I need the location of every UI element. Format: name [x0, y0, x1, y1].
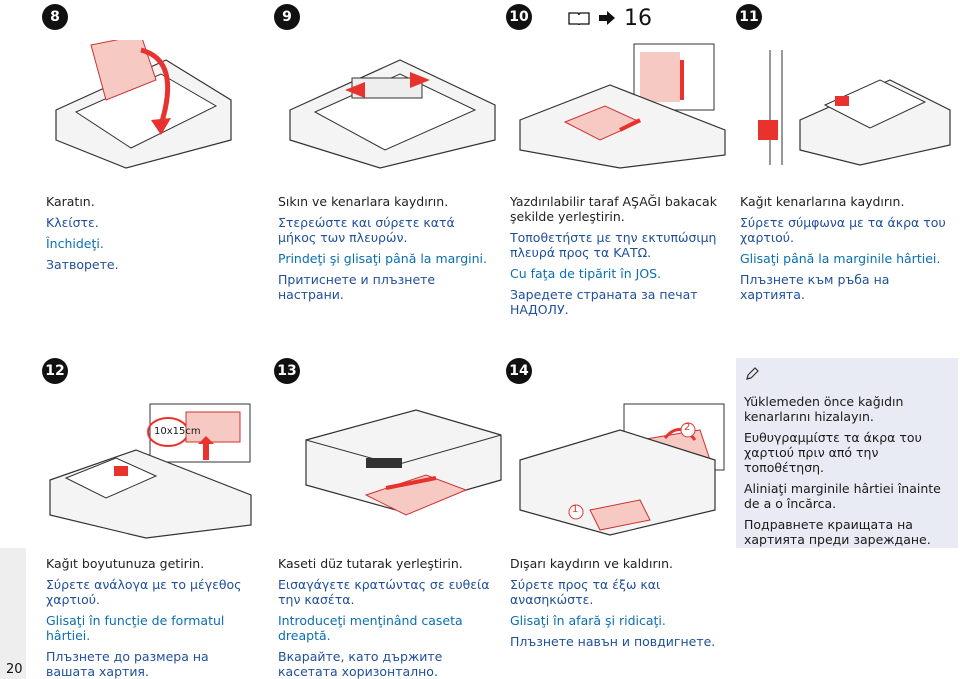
step-9-ro: Prindeţi şi glisaţi până la margini. — [278, 251, 487, 266]
step-9-el: Στερεώστε και σύρετε κατά μήκος των πλευ… — [278, 215, 455, 245]
figure-step-8 — [46, 40, 236, 170]
step-10-bg: Заредете страната за печат НАДОЛУ. — [510, 287, 698, 317]
figure-step-11 — [740, 40, 955, 170]
note-el: Ευθυγραμμίστε τα άκρα του χαρτιού πριν α… — [744, 430, 922, 475]
figure-step-14: 1 2 — [510, 400, 730, 540]
step-10-tr: Yazdırılabilir taraf AŞAĞI bakacak şekil… — [510, 194, 717, 224]
step-badge-10: 10 — [506, 4, 532, 30]
figure-step-13 — [296, 400, 506, 540]
paper-size-label: 10x15cm — [154, 426, 201, 437]
step-badge-13: 13 — [274, 358, 300, 384]
step-8-el: Κλείστε. — [46, 215, 99, 230]
figure-step-10 — [510, 40, 730, 170]
step-14-ro: Glisaţi în afară şi ridicaţi. — [510, 613, 666, 628]
step-12-ro: Glisaţi în funcţie de formatul hârtiei. — [46, 613, 225, 643]
figure-step-9 — [280, 40, 500, 170]
arrow-right-icon — [599, 11, 615, 25]
figure-step-12: 10x15cm — [46, 400, 256, 540]
step-9-bg: Притиснете и плъзнете настрани. — [278, 272, 436, 302]
step-10-ro: Cu faţa de tipărit în JOS. — [510, 266, 662, 281]
note-ro: Aliniaţi marginile hârtiei înainte de a … — [744, 481, 941, 511]
note-box — [736, 358, 958, 548]
text-step-8: Karatın. Κλείστε. Închideţi. Затворете. — [46, 194, 246, 278]
step-14-el: Σύρετε προς τα έξω και ανασηκώστε. — [510, 577, 661, 607]
step-badge-11: 11 — [736, 4, 762, 30]
step-12-bg: Плъзнете до размера на вашата хартия. — [46, 649, 209, 679]
step-14-tr: Dışarı kaydırın ve kaldırın. — [510, 556, 673, 571]
step-badge-9: 9 — [274, 4, 300, 30]
step-8-ro: Închideţi. — [46, 236, 104, 251]
step-12-el: Σύρετε ανάλογα με το μέγεθος χαρτιού. — [46, 577, 242, 607]
callout-2: 2 — [684, 422, 691, 433]
book-icon — [568, 12, 590, 25]
step-11-bg: Плъзнете към ръба на хартията. — [740, 272, 890, 302]
reference-page-number: 16 — [624, 5, 652, 31]
text-step-13: Kaseti düz tutarak yerleştirin. Εισαγάγε… — [278, 556, 493, 679]
step-13-ro: Introduceţi menţinând caseta dreaptă. — [278, 613, 463, 643]
note-bg: Подравнете краищата на хартията преди за… — [744, 517, 931, 547]
step-13-bg: Вкарайте, като държите касетата хоризонт… — [278, 649, 443, 679]
note-text: Yüklemeden önce kağıdın kenarlarını hiza… — [744, 394, 954, 553]
text-step-10: Yazdırılabilir taraf AŞAĞI bakacak şekil… — [510, 194, 725, 323]
pencil-icon — [746, 367, 759, 380]
step-13-el: Εισαγάγετε κρατώντας σε ευθεία την κασέτ… — [278, 577, 490, 607]
step-badge-12: 12 — [42, 358, 68, 384]
page-number: 20 — [6, 662, 23, 677]
page-margin-bar — [0, 548, 26, 679]
note-tr: Yüklemeden önce kağıdın kenarlarını hiza… — [744, 394, 904, 424]
step-badge-14: 14 — [506, 358, 532, 384]
step-badge-8: 8 — [42, 4, 68, 30]
text-step-11: Kağıt kenarlarına kaydırın. Σύρετε σύμφω… — [740, 194, 955, 308]
step-14-bg: Плъзнете навън и повдигнете. — [510, 634, 716, 649]
step-8-bg: Затворете. — [46, 257, 119, 272]
callout-1: 1 — [572, 504, 579, 515]
text-step-14: Dışarı kaydırın ve kaldırın. Σύρετε προς… — [510, 556, 730, 655]
step-11-ro: Glisaţi până la marginile hârtiei. — [740, 251, 941, 266]
page-reference: 16 — [568, 5, 652, 31]
step-12-tr: Kağıt boyutunuza getirin. — [46, 556, 205, 571]
text-step-12: Kağıt boyutunuza getirin. Σύρετε ανάλογα… — [46, 556, 256, 679]
step-11-el: Σύρετε σύμφωνα με τα άκρα του χαρτιού. — [740, 215, 946, 245]
step-10-el: Τοποθετήστε με την εκτυπώσιμη πλευρά προ… — [510, 230, 717, 260]
step-8-tr: Karatın. — [46, 194, 95, 209]
step-11-tr: Kağıt kenarlarına kaydırın. — [740, 194, 905, 209]
step-13-tr: Kaseti düz tutarak yerleştirin. — [278, 556, 463, 571]
step-9-tr: Sıkın ve kenarlara kaydırın. — [278, 194, 449, 209]
text-step-9: Sıkın ve kenarlara kaydırın. Στερεώστε κ… — [278, 194, 493, 308]
